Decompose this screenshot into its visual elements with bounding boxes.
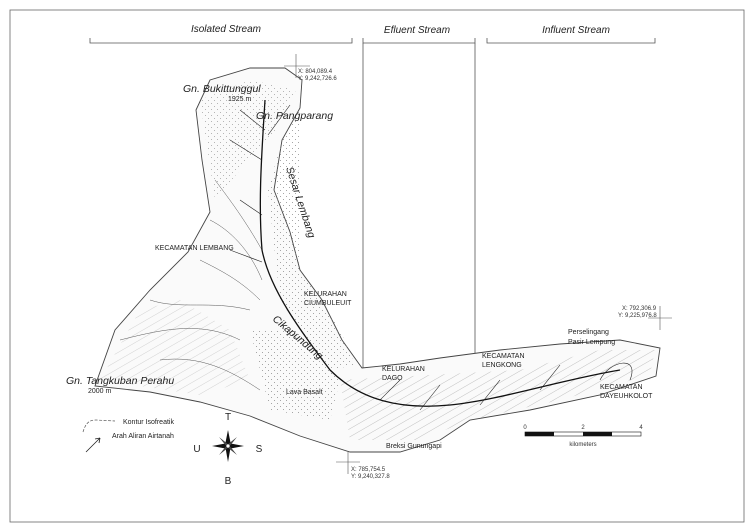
contour-symbol — [82, 419, 116, 433]
coord-1-y: Y: 9,242,726.6 — [298, 76, 337, 82]
compass-b: B — [225, 476, 232, 487]
compass-u: U — [193, 444, 200, 455]
river-cikapundung — [259, 99, 621, 407]
scale-bar: 0 2 4 kilometers — [523, 425, 643, 448]
place-kel-ciumbuleuit: KELURAHAN — [304, 291, 347, 298]
place-kel-dago: KELURAHAN — [382, 366, 425, 373]
place-perselingang: Perselingang — [568, 329, 609, 336]
coord-2-y: Y: 9,225,976.8 — [618, 313, 657, 319]
scale-tick-2: 2 — [581, 425, 585, 431]
coord-3-y: Y: 9,240,327.8 — [351, 474, 390, 480]
legend: Kontur Isofreatik Arah Aliran Airtanah — [82, 419, 174, 453]
place-kec-lengkong: KECAMATAN — [482, 353, 525, 360]
zone-influent: Influent Stream — [542, 25, 610, 36]
lithology-breksi: Breksi Gunungapi — [386, 443, 442, 450]
scale-tick-0: 0 — [523, 425, 527, 431]
peak-bukittunggul-elevation: 1925 m — [228, 96, 252, 103]
watershed-area — [94, 67, 661, 453]
zone-efluent: Efluent Stream — [384, 25, 450, 36]
compass-rose-icon — [212, 430, 244, 462]
peak-bukittunggul: Gn. Bukittunggul — [183, 83, 261, 95]
coord-2-x: X: 792,306.9 — [622, 306, 657, 312]
coord-3-x: X: 785,754.5 — [351, 467, 386, 473]
compass-s: S — [256, 444, 263, 455]
zone-isolated: Isolated Stream — [191, 24, 261, 35]
lithology-lava-basalt: Lava Basalt — [286, 389, 323, 396]
place-kec-lembang: KECAMATAN LEMBANG — [155, 245, 234, 252]
legend-flow: Arah Aliran Airtanah — [112, 433, 174, 440]
map-frame — [9, 9, 745, 523]
scale-tick-4: 4 — [639, 425, 643, 431]
flow-arrow-icon — [85, 437, 101, 453]
peak-tangkuban-elevation: 2000 m — [88, 388, 112, 395]
coordinate-markers — [284, 54, 672, 474]
place-kec-lengkong-2: LENGKONG — [482, 362, 522, 369]
zone-headers: Isolated Stream Efluent Stream Influent … — [89, 24, 656, 410]
peak-pangparang: Gn. Pangparang — [256, 110, 333, 122]
scale-unit: kilometers — [569, 442, 596, 448]
place-perselingang-2: Pasir Lempung — [568, 339, 615, 346]
coord-1-x: X: 804,089.4 — [298, 69, 333, 75]
legend-contour: Kontur Isofreatik — [123, 419, 174, 426]
place-kel-ciumbuleuit-2: CIUMBULEUIT — [304, 300, 352, 307]
place-kec-dayeuhkolot-2: DAYEUHKOLOT — [600, 393, 653, 400]
place-kel-dago-2: DAGO — [382, 375, 403, 382]
peak-tangkuban-perahu: Gn. Tangkuban Perahu — [66, 375, 174, 387]
compass-t: T — [225, 412, 231, 423]
place-kec-dayeuhkolot: KECAMATAN — [600, 384, 643, 391]
